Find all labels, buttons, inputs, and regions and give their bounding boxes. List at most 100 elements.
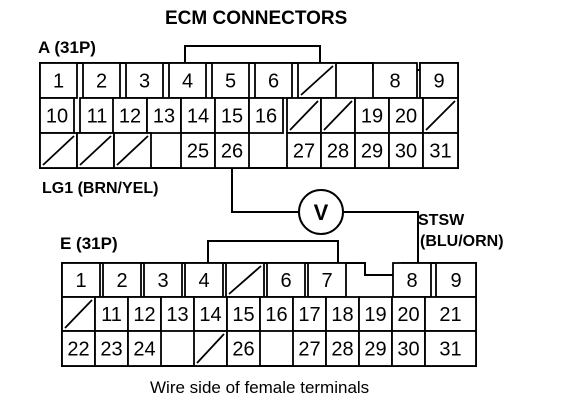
connector-a-cavity xyxy=(214,97,250,134)
connector-e-cavity xyxy=(259,296,294,332)
terminal-number: 6 xyxy=(268,71,279,93)
terminal-number: 20 xyxy=(397,304,419,326)
unused-cavity-slash xyxy=(323,100,353,131)
terminal-number: 6 xyxy=(280,270,291,292)
terminal-number: 20 xyxy=(395,106,417,128)
connector-e-cavity xyxy=(61,330,96,367)
terminal-number: 5 xyxy=(225,71,236,93)
connector-a-cavity xyxy=(286,132,322,169)
terminal-number: 9 xyxy=(450,270,461,292)
wire-lg1 xyxy=(231,165,299,213)
terminal-number: 11 xyxy=(101,304,122,326)
terminal-number: 19 xyxy=(364,304,386,326)
connector-a-cavity xyxy=(354,132,390,169)
connector-a-cavity xyxy=(125,62,164,99)
terminal-number: 12 xyxy=(119,106,141,128)
terminal-number: 23 xyxy=(100,339,122,361)
connector-a-cavity xyxy=(39,62,78,99)
connector-a-lock-tab xyxy=(184,45,321,63)
terminal-number: 19 xyxy=(361,106,383,128)
terminal-number: 27 xyxy=(298,339,320,361)
connector-e-cavity xyxy=(435,262,477,298)
terminal-number: 2 xyxy=(116,270,127,292)
connector-a-cavity xyxy=(419,62,459,99)
terminal-number: 16 xyxy=(265,304,287,326)
wire-label-lg1: LG1 (BRN/YEL) xyxy=(42,180,159,197)
unused-cavity-slash xyxy=(300,65,334,96)
wire-stsw xyxy=(344,211,419,263)
terminal-number: 16 xyxy=(255,106,277,128)
terminal-number: 1 xyxy=(75,270,86,292)
wire-label-stsw-color: (BLU/ORN) xyxy=(420,233,504,250)
connector-e-cavity xyxy=(424,330,477,367)
connector-e-cavity xyxy=(127,296,162,332)
terminal-number: 21 xyxy=(439,304,461,326)
connector-a-cavity xyxy=(168,62,207,99)
terminal-number: 3 xyxy=(139,71,150,93)
connector-e-cavity xyxy=(292,296,327,332)
terminal-number: 31 xyxy=(429,141,451,163)
terminal-number: 8 xyxy=(406,270,417,292)
terminal-number: 8 xyxy=(389,71,400,93)
terminal-number: 30 xyxy=(395,141,417,163)
terminal-number: 14 xyxy=(187,106,209,128)
connector-a-cavity xyxy=(354,97,390,134)
connector-e-lock-tab xyxy=(207,240,339,263)
wire-label-stsw: STSW xyxy=(418,212,465,229)
unused-cavity-slash xyxy=(425,100,456,131)
terminal-number: 26 xyxy=(221,141,243,163)
terminal-number: 9 xyxy=(433,71,444,93)
connector-e-label: E (31P) xyxy=(60,234,118,253)
voltmeter-symbol xyxy=(298,189,344,235)
terminal-number: 29 xyxy=(364,339,386,361)
connector-a-cavity xyxy=(422,132,459,169)
terminal-number: 10 xyxy=(46,106,68,128)
terminal-number: 18 xyxy=(331,304,353,326)
unused-cavity-slash xyxy=(64,299,93,329)
terminal-number: 12 xyxy=(133,304,155,326)
connector-a-cavity xyxy=(214,132,250,169)
connector-e-cavity xyxy=(325,296,360,332)
terminal-number: 31 xyxy=(439,339,461,361)
terminal-number: 14 xyxy=(199,304,221,326)
connector-a-cavity xyxy=(82,62,121,99)
terminal-number: 15 xyxy=(221,106,243,128)
terminal-number: 15 xyxy=(232,304,254,326)
connector-e-cavity xyxy=(160,296,195,332)
diagram-caption: Wire side of female terminals xyxy=(150,378,370,397)
terminal-number: 26 xyxy=(232,339,254,361)
terminal-number: 3 xyxy=(157,270,168,292)
terminal-number: 29 xyxy=(361,141,383,163)
terminal-number: 4 xyxy=(182,71,193,93)
connector-e-cavity xyxy=(184,262,224,298)
connector-a-label: A (31P) xyxy=(38,38,96,57)
terminal-number: 25 xyxy=(187,141,209,163)
connector-a-cavity xyxy=(180,97,216,134)
connector-e-cavity xyxy=(392,262,432,298)
terminal-number: 24 xyxy=(133,339,155,361)
connector-a-cavity xyxy=(112,97,148,134)
voltmeter-v-label: V xyxy=(314,200,329,225)
connector-a-cavity xyxy=(146,97,182,134)
connector-e-cavity xyxy=(102,262,142,298)
connector-e-cavity xyxy=(226,330,261,367)
unused-cavity-slash xyxy=(116,135,149,166)
connector-a-cavity xyxy=(79,97,115,134)
unused-cavity-slash xyxy=(79,135,112,166)
terminal-number: 28 xyxy=(327,141,349,163)
unused-cavity-slash xyxy=(228,265,262,295)
terminal-number: 30 xyxy=(397,339,419,361)
connector-a-cavity xyxy=(388,132,424,169)
terminal-number: 22 xyxy=(67,339,89,361)
terminal-number: 13 xyxy=(153,106,175,128)
unused-cavity-slash xyxy=(42,135,75,166)
terminal-number: 1 xyxy=(53,71,64,93)
connector-e-cavity xyxy=(61,262,101,298)
terminal-number: 27 xyxy=(293,141,315,163)
terminal-number: 13 xyxy=(166,304,188,326)
terminal-number: 28 xyxy=(331,339,353,361)
